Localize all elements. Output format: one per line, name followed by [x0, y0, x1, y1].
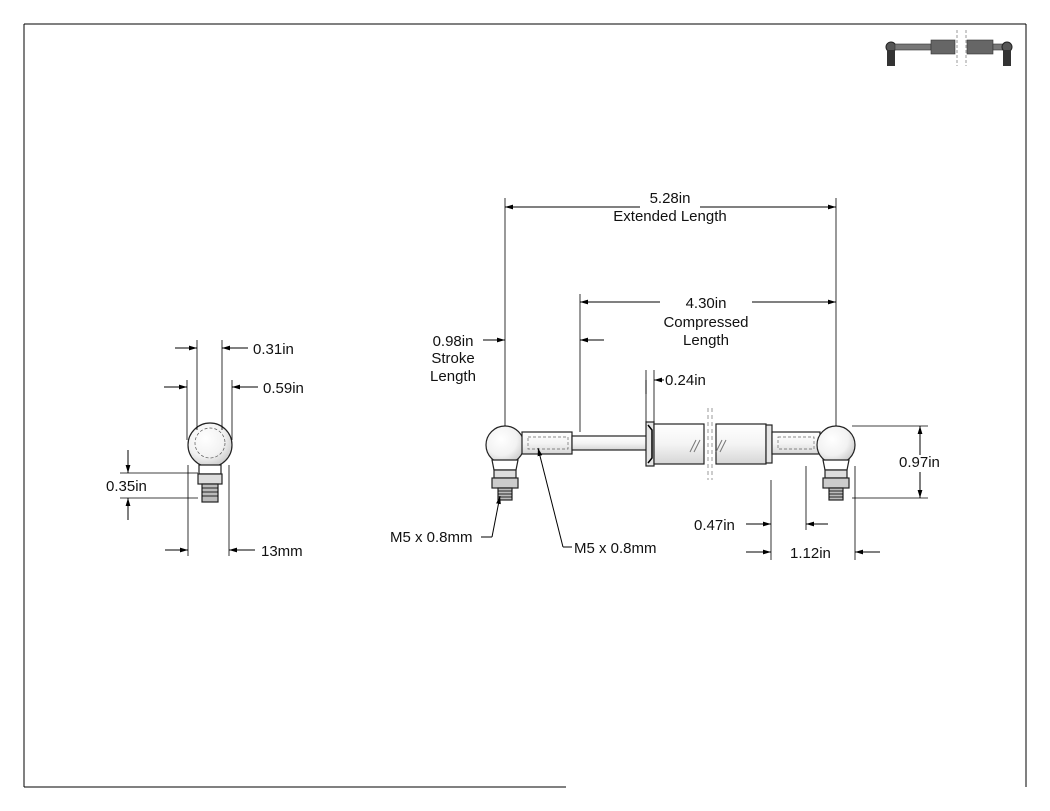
right-end-fitting — [771, 431, 821, 455]
dim-extended-value: 5.28in — [650, 190, 691, 207]
dim-stroke-label-1: Stroke — [431, 350, 474, 367]
side-dim-ball-offset: 0.35in — [106, 478, 147, 495]
side-dim-width-top: 0.31in — [253, 341, 294, 358]
dim-collar: 0.24in — [665, 372, 706, 389]
dim-stroke-label-2: Length — [430, 368, 476, 385]
dim-compressed-label-1: Compressed — [663, 314, 748, 331]
dim-stroke-value: 0.98in — [433, 333, 474, 350]
cylinder-body — [645, 408, 773, 480]
dim-extended-label: Extended Length — [613, 208, 726, 225]
side-dim-overall-width: 13mm — [261, 543, 303, 560]
right-ball-joint — [816, 425, 856, 501]
sheet-border — [23, 23, 1027, 788]
main-view: 5.28in Extended Length 4.30in Compressed… — [390, 190, 940, 562]
side-view: 0.31in 0.59in 0.35in 13mm — [106, 340, 304, 560]
side-dim-ball-width: 0.59in — [263, 380, 304, 397]
left-ball-joint — [485, 425, 525, 501]
dim-compressed-label-2: Length — [683, 332, 729, 349]
dim-end-length: 1.12in — [790, 545, 831, 562]
thumbnail-gas-spring — [885, 30, 1013, 66]
callout-thread-left: M5 x 0.8mm — [390, 529, 473, 546]
dim-end-offset: 0.47in — [694, 517, 735, 534]
left-end-fitting — [521, 431, 573, 455]
side-ball-end — [187, 422, 233, 503]
dim-end-height: 0.97in — [899, 454, 940, 471]
callout-thread-right: M5 x 0.8mm — [574, 540, 657, 557]
dim-compressed-value: 4.30in — [686, 295, 727, 312]
piston-rod — [571, 435, 649, 451]
